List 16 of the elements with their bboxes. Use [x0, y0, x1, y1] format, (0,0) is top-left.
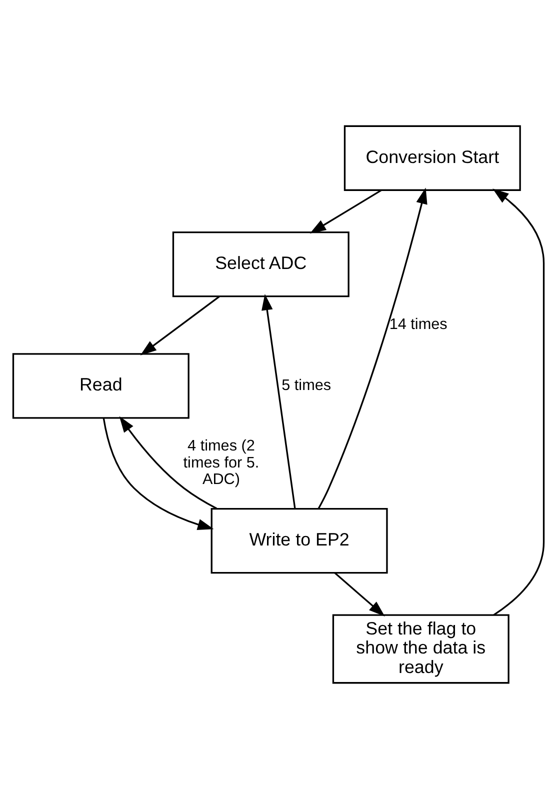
arrow: [492, 188, 545, 616]
node-box: Read: [12, 352, 190, 418]
arrow: [102, 417, 214, 530]
arrow: [262, 294, 296, 508]
node-box: Select ADC: [172, 231, 350, 297]
node-box: Write to EP2: [210, 507, 388, 574]
edge-label: 4 times (2 times for 5. ADC): [183, 437, 260, 488]
arrow: [318, 187, 428, 509]
edge-label: 5 times: [282, 376, 332, 394]
arrow: [334, 572, 385, 616]
node-box: Conversion Start: [344, 124, 521, 190]
node-box: Set the flag to show the data is ready: [332, 614, 510, 684]
edge-label: 14 times: [389, 316, 448, 333]
arrow: [310, 189, 382, 233]
arrow: [119, 416, 218, 509]
arrow: [140, 295, 220, 355]
